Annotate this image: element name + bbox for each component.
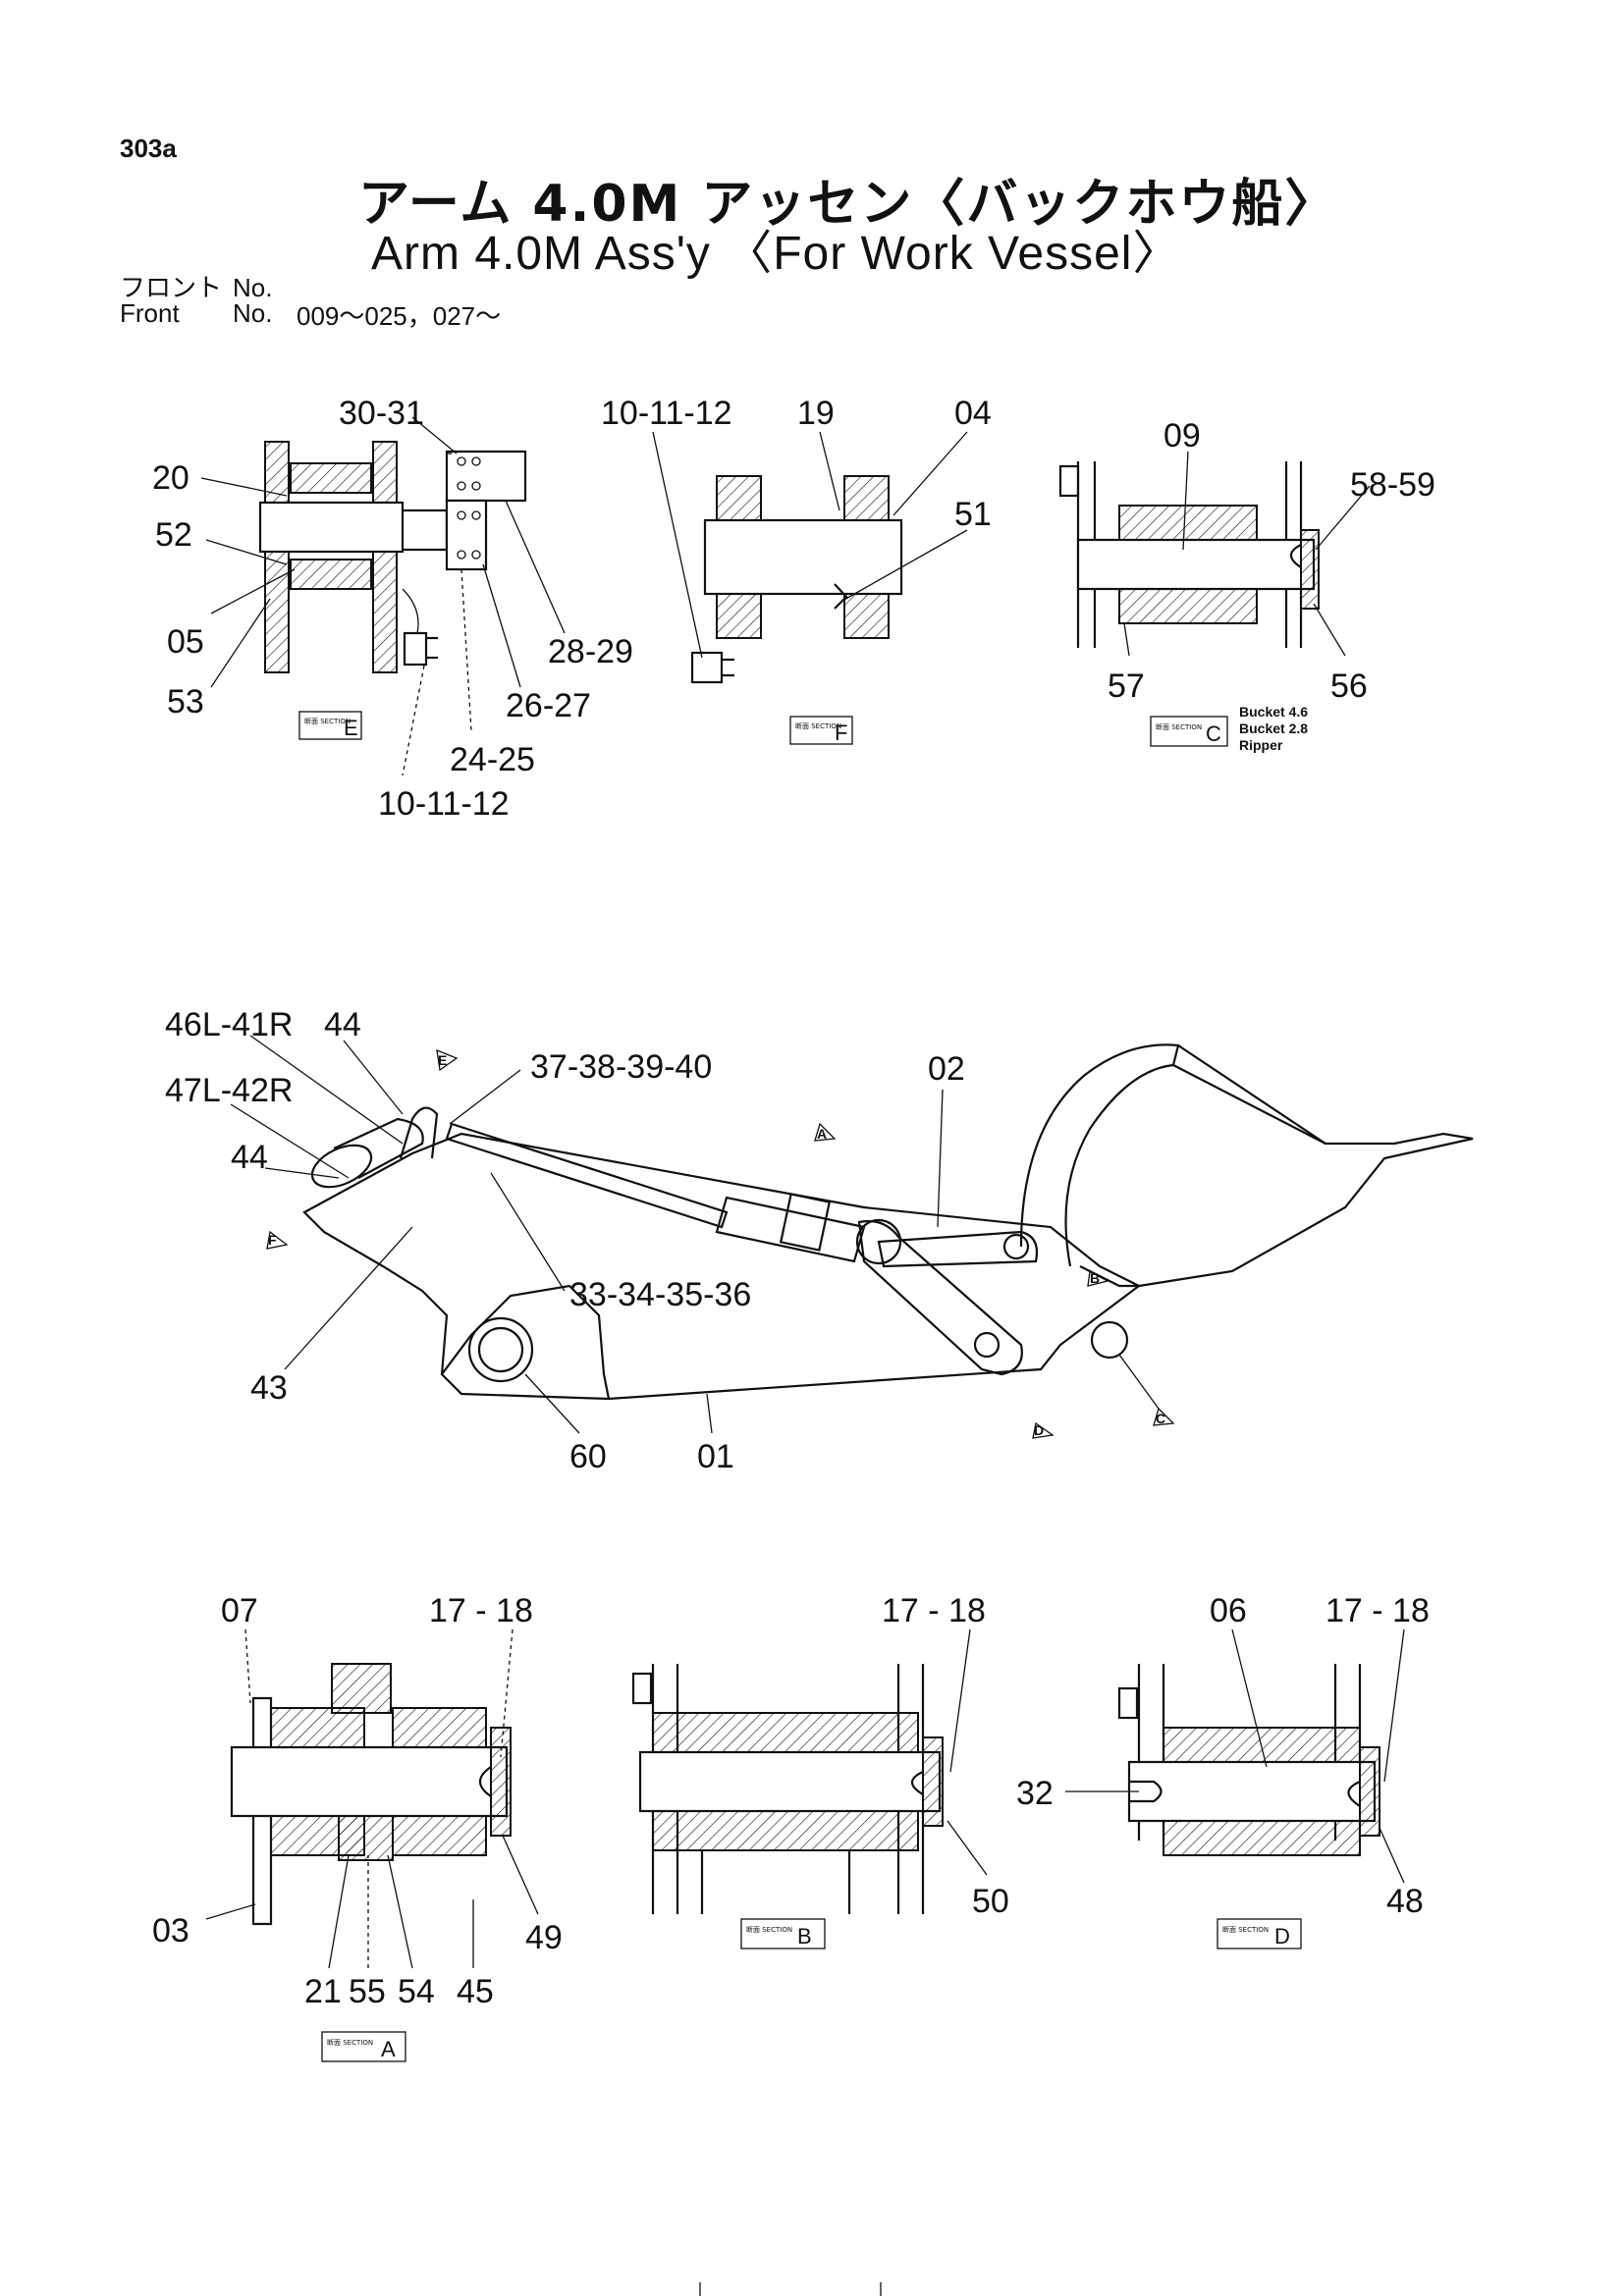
section-a-tag: 断面 SECTION A	[321, 2031, 406, 2062]
label-a-07: 07	[221, 1592, 258, 1629]
svg-text:断面 SECTION: 断面 SECTION	[327, 2038, 373, 2047]
marker-a: A	[817, 1126, 827, 1142]
label-c-09: 09	[1163, 417, 1201, 454]
label-e-24-25: 24-25	[450, 741, 535, 778]
label-a-49: 49	[525, 1919, 563, 1956]
section-c-tag: 断面 SECTION C	[1150, 716, 1228, 747]
section-c-note-2: Bucket 2.8	[1239, 721, 1308, 736]
label-f-10-11-12: 10-11-12	[601, 395, 732, 432]
page-number: 303a	[120, 133, 177, 163]
label-37-38-39-40: 37-38-39-40	[530, 1048, 712, 1086]
label-e-05: 05	[167, 623, 204, 661]
marker-d: D	[1034, 1422, 1044, 1438]
marker-e: E	[438, 1052, 447, 1068]
section-e-drawing	[258, 441, 527, 673]
section-c-note-1: Bucket 4.6	[1239, 704, 1308, 720]
label-a-45: 45	[457, 1973, 494, 2010]
label-c-56: 56	[1330, 667, 1368, 705]
label-b-17-18: 17 - 18	[882, 1592, 986, 1629]
section-c-note-3: Ripper	[1239, 737, 1283, 753]
title-japanese: アーム 4.0M アッセン〈バックホウ船〉	[358, 175, 1338, 234]
svg-text:断面 SECTION: 断面 SECTION	[795, 721, 841, 730]
front-serial-block: フロント No. Front No.	[120, 275, 287, 326]
title-english: Arm 4.0M Ass'y 〈For Work Vessel〉	[371, 228, 1181, 280]
section-e-tag: 断面 SECTION E	[298, 711, 362, 740]
label-c-57: 57	[1108, 667, 1145, 705]
label-d-48: 48	[1386, 1883, 1424, 1920]
no-label-1: No.	[233, 273, 273, 302]
label-f-19: 19	[797, 395, 835, 432]
label-d-32: 32	[1016, 1775, 1054, 1812]
label-e-28-29: 28-29	[548, 633, 633, 670]
section-a-leaders	[205, 1629, 539, 1969]
front-label-jp: フロント	[120, 273, 223, 302]
section-a-letter: A	[381, 2037, 396, 2061]
label-d-17-18: 17 - 18	[1325, 1592, 1430, 1629]
label-01: 01	[697, 1438, 734, 1475]
marker-b: B	[1090, 1270, 1100, 1286]
section-d-tag: 断面 SECTION D	[1217, 1918, 1302, 1949]
serial-range: 009～025，027～	[297, 301, 502, 331]
section-markers: A B C D E F	[266, 1048, 1175, 1439]
marker-f: F	[268, 1232, 277, 1248]
label-c-58-59: 58-59	[1350, 466, 1435, 504]
section-b-letter: B	[797, 1924, 812, 1949]
label-e-52: 52	[155, 516, 192, 554]
label-02: 02	[928, 1050, 965, 1088]
label-e-26-27: 26-27	[506, 687, 591, 724]
section-e-letter: E	[344, 716, 358, 740]
hydraulic-cylinder	[445, 1122, 902, 1265]
no-label-2: No.	[233, 298, 273, 328]
section-f-letter: F	[835, 721, 847, 745]
label-33-34-35-36: 33-34-35-36	[569, 1276, 751, 1313]
section-f-tag: 断面 SECTION F	[789, 716, 853, 745]
label-44-left: 44	[231, 1139, 268, 1176]
section-c-letter: C	[1206, 721, 1221, 746]
front-label-en: Front	[120, 298, 180, 328]
section-b-drawing	[631, 1664, 944, 1914]
bucket-ripper	[1019, 1043, 1474, 1288]
label-60: 60	[569, 1438, 607, 1475]
label-a-17-18: 17 - 18	[429, 1592, 533, 1629]
svg-text:断面 SECTION: 断面 SECTION	[746, 1925, 792, 1934]
label-e-20: 20	[152, 459, 189, 497]
section-a-drawing	[230, 1663, 512, 1926]
label-43: 43	[250, 1369, 288, 1407]
section-c-leaders	[1123, 451, 1371, 657]
section-b-leaders	[947, 1629, 988, 1876]
svg-text:断面 SECTION: 断面 SECTION	[1156, 722, 1202, 731]
label-47l-42r: 47L-42R	[165, 1072, 293, 1109]
label-b-50: 50	[972, 1883, 1009, 1920]
section-d-leaders	[1065, 1629, 1405, 1884]
label-e-30-31: 30-31	[339, 395, 424, 432]
main-leaders	[230, 1035, 1160, 1434]
label-f-51: 51	[954, 496, 992, 533]
label-44-top: 44	[324, 1006, 361, 1043]
label-a-03: 03	[152, 1912, 189, 1949]
label-f-04: 04	[954, 395, 992, 432]
svg-text:断面 SECTION: 断面 SECTION	[304, 717, 351, 725]
label-a-21: 21	[304, 1973, 342, 2010]
section-e-leaders	[200, 416, 566, 776]
section-d-drawing	[1117, 1664, 1380, 1856]
section-c-drawing	[1058, 461, 1320, 648]
section-b-tag: 断面 SECTION B	[740, 1918, 826, 1949]
arm-body	[302, 1106, 1142, 1401]
label-a-55: 55	[349, 1973, 386, 2010]
section-d-letter: D	[1274, 1924, 1290, 1949]
section-f-drawing	[690, 475, 903, 684]
label-a-54: 54	[398, 1973, 435, 2010]
label-e-10-11-12: 10-11-12	[378, 785, 510, 823]
label-46l-41r: 46L-41R	[165, 1006, 293, 1043]
marker-c: C	[1156, 1411, 1165, 1426]
label-e-53: 53	[167, 683, 204, 721]
section-f-leaders	[652, 431, 968, 659]
label-d-06: 06	[1210, 1592, 1247, 1629]
svg-text:断面 SECTION: 断面 SECTION	[1222, 1925, 1269, 1934]
